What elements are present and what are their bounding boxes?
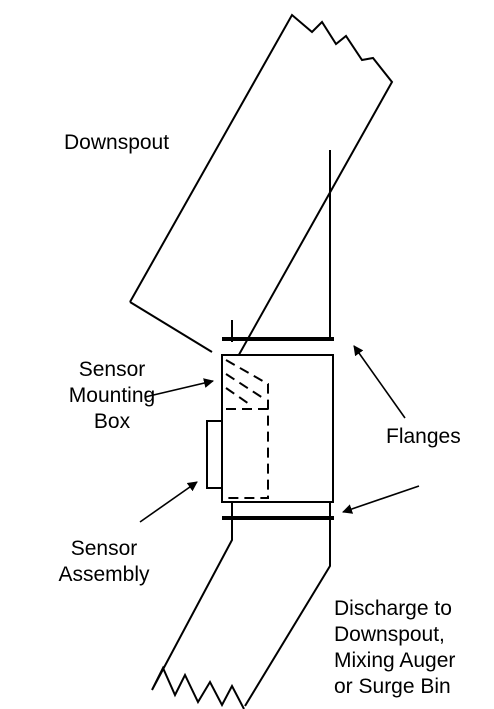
downspout-label: Downspout bbox=[64, 130, 169, 156]
discharge-label: Discharge to Downspout, Mixing Auger or … bbox=[334, 596, 455, 700]
sensor-mounting-box bbox=[221, 354, 334, 503]
discharge-label-line3: Mixing Auger bbox=[334, 649, 456, 672]
flanges-label-text: Flanges bbox=[386, 425, 461, 448]
arrow-sensor-assembly bbox=[139, 481, 198, 523]
discharge-label-line1: Discharge to bbox=[334, 597, 452, 620]
lower-downspout bbox=[151, 502, 331, 709]
discharge-label-line4: or Surge Bin bbox=[334, 675, 451, 698]
sensor-assembly bbox=[206, 420, 223, 489]
sensor-mounting-box-label-line1: Sensor bbox=[78, 358, 146, 381]
flanges-label: Flanges bbox=[386, 424, 461, 450]
upper-downspout bbox=[129, 13, 394, 377]
sensor-assembly-label-line1: Sensor bbox=[70, 537, 138, 560]
sensor-assembly-label-line2: Assembly bbox=[58, 563, 150, 586]
arrow-sensor-mounting-box bbox=[144, 378, 214, 398]
discharge-label-line2: Downspout, bbox=[334, 623, 445, 646]
sensor-assembly-label: Sensor Assembly bbox=[30, 536, 178, 588]
sensor-mounting-box-label: Sensor Mounting Box bbox=[38, 357, 186, 435]
arrow-flange-top bbox=[353, 345, 406, 419]
downspout-label-text: Downspout bbox=[64, 131, 170, 154]
sensor-mounting-box-label-line3: Box bbox=[93, 410, 131, 433]
callout-arrows bbox=[139, 345, 420, 523]
sensor-internal-dashed bbox=[225, 359, 269, 499]
sensor-mounting-box-label-line2: Mounting bbox=[68, 384, 156, 407]
arrow-flange-bottom bbox=[342, 485, 420, 514]
